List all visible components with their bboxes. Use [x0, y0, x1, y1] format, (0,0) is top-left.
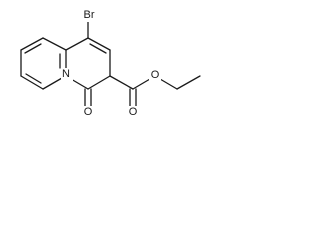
atom-labels: Br N O O O [61, 9, 161, 119]
bond-ester-c-o [132, 78, 151, 90]
bond-ethyl [176, 75, 201, 90]
bond-ring-a-1 [42, 37, 67, 51]
bromine-atom-label: Br [84, 9, 95, 21]
chemical-structure: Br N O O O [20, 9, 201, 119]
bond-ring-b-5 [70, 78, 89, 90]
bond-ring-b-4 [87, 75, 111, 90]
bond-ring-b-1 [65, 37, 89, 51]
bond-ring-a-2 [20, 37, 44, 51]
ester-ether-oxygen-label: O [151, 69, 160, 81]
bond-ring-b-2 [87, 37, 111, 51]
bonds [20, 21, 201, 107]
bond-ring-b-2-inner [89, 43, 107, 54]
bond-ester-o-ch2 [159, 78, 178, 90]
ring-carbonyl-oxygen-label: O [84, 106, 93, 118]
bond-ring-to-ester [109, 75, 134, 90]
bond-ring-a-2-inner [24, 43, 42, 54]
bond-ring-a-4-inner [25, 73, 42, 84]
bond-ring-a-4 [20, 75, 44, 90]
bond-ring-a-5 [42, 77, 63, 90]
nitrogen-atom-label: N [62, 68, 70, 80]
ester-carbonyl-oxygen-label: O [129, 106, 138, 118]
